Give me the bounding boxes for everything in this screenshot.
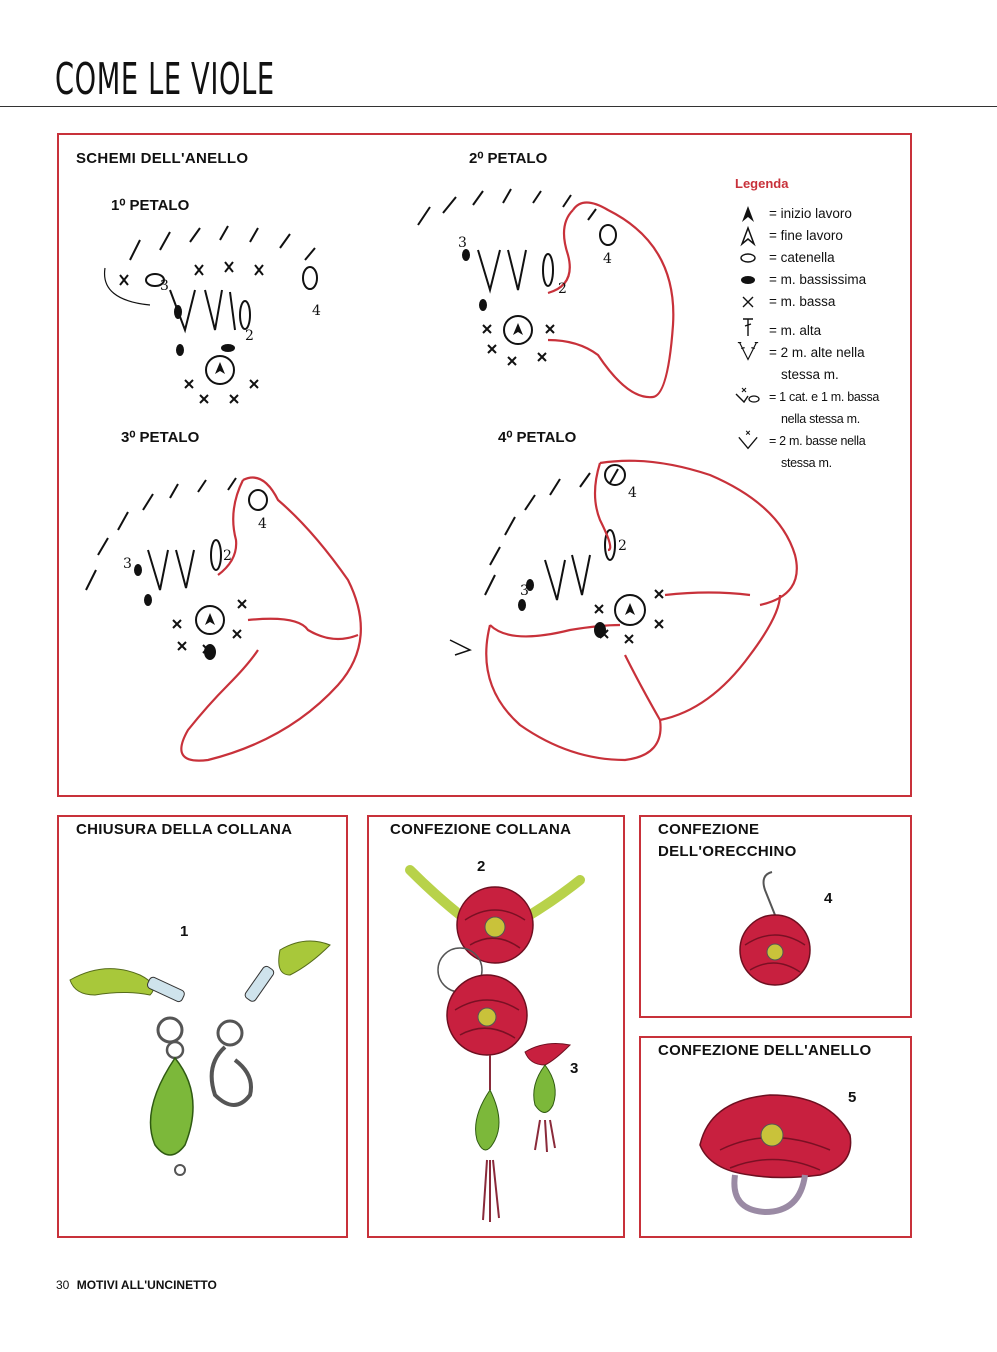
chain-oval-icon	[740, 253, 756, 263]
page-title: COME LE VIOLE	[55, 54, 275, 105]
necklace-panel	[367, 815, 625, 1238]
legend-text: = inizio lavoro	[769, 206, 852, 221]
ring-illustration	[699, 1094, 852, 1216]
legend-text: = m. bassa	[769, 294, 836, 309]
petal1-num3: 3	[160, 278, 169, 294]
petal2-num2: 2	[558, 281, 567, 297]
earring-heading-line2: DELL'ORECCHINO	[658, 843, 797, 860]
petal4-num2: 2	[618, 538, 627, 554]
page-footer: 30 MOTIVI ALL'UNCINETTO	[56, 1278, 217, 1292]
legend-text: = 2 m. basse nella	[769, 434, 866, 448]
cross-icon	[742, 296, 754, 308]
petal3-diagram: 2 3 4	[85, 476, 362, 762]
magazine-name: MOTIVI ALL'UNCINETTO	[76, 1278, 217, 1292]
petal4-num4: 4	[628, 485, 637, 501]
legend-text: = m. alta	[769, 323, 822, 338]
filled-arrow-icon	[742, 206, 754, 222]
necklace-heading: CONFEZIONE COLLANA	[390, 821, 572, 838]
legend-text: = fine lavoro	[769, 228, 843, 243]
legend-text: = m. bassissima	[769, 272, 867, 287]
legend-title: Legenda	[735, 176, 789, 191]
petal4-diagram: 2 3 4	[449, 459, 798, 762]
legend-text: = catenella	[769, 250, 835, 265]
title-rule	[0, 106, 997, 107]
schemes-heading: SCHEMI DELL'ANELLO	[76, 150, 249, 167]
earring-illustration	[739, 871, 811, 986]
petal2-num4: 4	[603, 251, 612, 267]
necklace-number-2: 2	[477, 858, 486, 875]
petal2-num3: 3	[458, 235, 467, 251]
legend-text-2: stessa m.	[781, 456, 832, 470]
flower-top	[456, 886, 534, 964]
necklace-number-3: 3	[570, 1060, 579, 1077]
petal4-num3: 3	[520, 583, 529, 599]
petal3-num2: 2	[223, 548, 232, 564]
petal3-label: 3⁰ PETALO	[121, 429, 200, 446]
legend-text: = 1 cat. e 1 m. bassa	[769, 390, 880, 404]
petal2-label: 2⁰ PETALO	[469, 150, 548, 167]
tall-stitch-icon	[743, 318, 753, 336]
ring-heading: CONFEZIONE DELL'ANELLO	[658, 1042, 872, 1059]
closure-heading: CHIUSURA DELLA COLLANA	[76, 821, 293, 838]
petal1-num4: 4	[312, 303, 321, 319]
schemes-box	[57, 133, 912, 797]
necklace-illustration	[405, 865, 585, 1222]
outline-arrow-icon	[740, 225, 756, 247]
earring-panel	[639, 815, 912, 1018]
petal1-label: 1⁰ PETALO	[111, 197, 190, 214]
petal2-diagram: 2 3 4	[417, 188, 675, 399]
petal1-num2: 2	[245, 328, 254, 344]
legend-text-2: nella stessa m.	[781, 412, 860, 426]
ring-panel	[639, 1036, 912, 1238]
closure-number: 1	[180, 923, 189, 940]
closure-panel	[57, 815, 348, 1238]
petal4-label: 4⁰ PETALO	[498, 429, 577, 446]
legend-text-2: stessa m.	[781, 367, 839, 382]
petal3-num3: 3	[123, 556, 132, 572]
chain-and-single-icon	[735, 387, 760, 404]
legend-text: = 2 m. alte nella	[769, 345, 865, 360]
page-number: 30	[56, 1278, 70, 1292]
closure-illustration	[69, 940, 331, 1176]
double-single-icon	[738, 430, 758, 450]
earring-heading-line1: CONFEZIONE	[658, 821, 760, 838]
ring-number: 5	[848, 1089, 857, 1106]
flower-bottom	[446, 974, 528, 1056]
earring-number: 4	[824, 890, 833, 907]
petal3-num4: 4	[258, 516, 267, 532]
petal1-diagram: 2 3 4	[103, 225, 321, 404]
slip-stitch-icon	[741, 276, 755, 284]
double-tall-icon	[737, 341, 759, 361]
